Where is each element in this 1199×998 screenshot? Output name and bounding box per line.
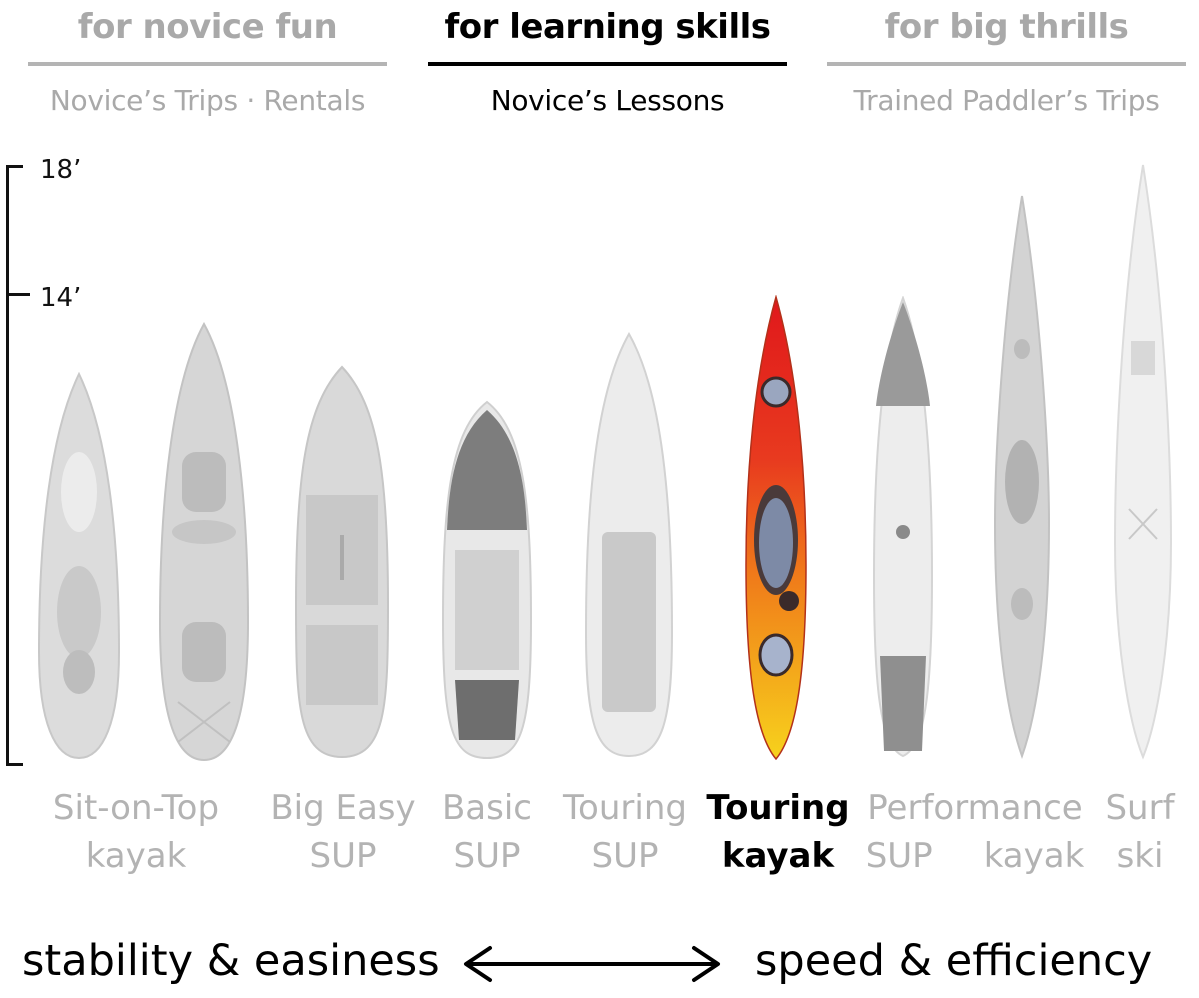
scale-tick-14 bbox=[6, 293, 30, 296]
stability-easiness-label: stability & easiness bbox=[22, 936, 440, 986]
tab-big-thrills[interactable]: for big thrills Trained Paddler’s Trips bbox=[827, 0, 1186, 117]
tab-novice-fun[interactable]: for novice fun Novice’s Trips · Rentals bbox=[28, 0, 387, 117]
scale-label-18: 18’ bbox=[40, 155, 82, 185]
performance-kayak-icon[interactable] bbox=[993, 194, 1051, 760]
tab-underline bbox=[428, 62, 787, 66]
label-surf-ski: Surf ski bbox=[1105, 788, 1175, 876]
speed-efficiency-label: speed & efficiency bbox=[755, 936, 1153, 986]
touring-sup-icon[interactable] bbox=[584, 332, 674, 760]
label-sup: SUP bbox=[865, 836, 933, 876]
length-scale-bracket bbox=[6, 165, 23, 766]
label-touring-sup: Touring SUP bbox=[563, 788, 687, 876]
double-arrow-icon bbox=[464, 946, 720, 982]
label-big-easy-sup: Big Easy SUP bbox=[270, 788, 416, 876]
tab-heading: for big thrills bbox=[884, 7, 1129, 47]
touring-kayak-icon[interactable] bbox=[744, 295, 808, 762]
tab-subheading: Trained Paddler’s Trips bbox=[853, 84, 1160, 117]
basic-sup-icon[interactable] bbox=[441, 400, 533, 762]
tab-learning-skills[interactable]: for learning skills Novice’s Lessons bbox=[428, 0, 787, 117]
label-touring-kayak: Touring kayak bbox=[706, 788, 850, 876]
tandem-kayak-icon[interactable] bbox=[158, 322, 250, 762]
label-basic-sup: Basic SUP bbox=[441, 788, 532, 876]
tab-underline bbox=[28, 62, 387, 66]
scale-label-14: 14’ bbox=[40, 283, 82, 313]
surf-ski-icon[interactable] bbox=[1113, 163, 1173, 761]
label-sit-on-top-kayak: Sit-on-Top kayak bbox=[52, 788, 220, 876]
tab-heading: for novice fun bbox=[77, 7, 338, 47]
sit-on-top-kayak-icon[interactable] bbox=[37, 372, 121, 760]
tab-subheading: Novice’s Lessons bbox=[490, 84, 725, 117]
label-kayak: kayak bbox=[983, 836, 1085, 876]
tab-heading: for learning skills bbox=[444, 7, 771, 47]
tab-subheading: Novice’s Trips · Rentals bbox=[49, 84, 366, 117]
big-easy-sup-icon[interactable] bbox=[294, 365, 390, 760]
label-performance: Performance bbox=[867, 788, 1083, 828]
tab-underline bbox=[827, 62, 1186, 66]
performance-sup-icon[interactable] bbox=[872, 296, 934, 760]
